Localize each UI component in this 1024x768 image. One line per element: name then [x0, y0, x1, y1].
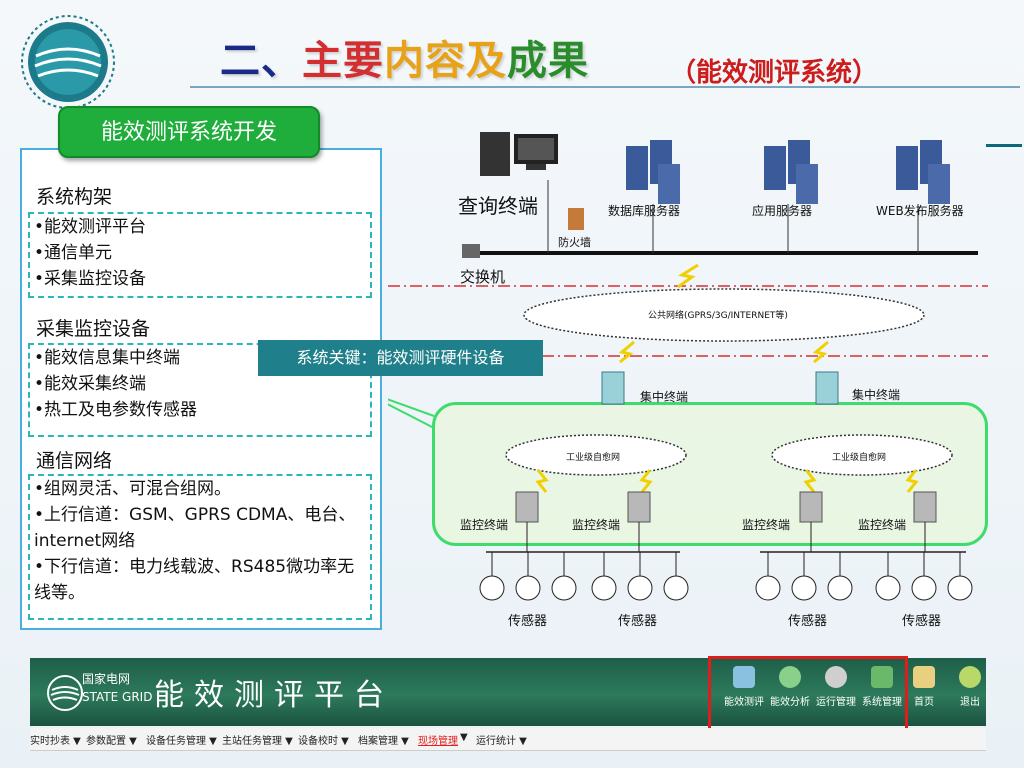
- concentrator-icon: [815, 371, 839, 405]
- platform-header-bar: 国家电网 STATE GRID 能效测评平台 能效测评 能效分析 运行管理 系统…: [30, 658, 986, 726]
- system-icon: [871, 666, 893, 688]
- exit-button[interactable]: 退出: [948, 666, 992, 708]
- menu-item-stats[interactable]: 运行统计 ▼: [476, 736, 527, 747]
- list-item: •上行信道：GSM、GPRS CDMA、电台、internet网络: [34, 505, 356, 551]
- menu-item-realtime[interactable]: 实时抄表 ▼: [30, 736, 81, 747]
- monitor-label: 监控终端: [858, 518, 907, 532]
- tool-label: 系统管理: [862, 697, 902, 708]
- system-key-callout: 系统关键：能效测评硬件设备: [258, 340, 543, 376]
- menu-item-field[interactable]: 现场管理: [418, 736, 458, 747]
- app-server-icon: [764, 140, 818, 204]
- section-title-architecture: 系统构架: [36, 186, 113, 208]
- state-grid-logo: [21, 15, 115, 109]
- monitor-label: 监控终端: [742, 518, 791, 532]
- menu-item-field-arrow[interactable]: ▼: [460, 732, 468, 743]
- web-server-icon: [896, 140, 950, 204]
- db-server-label: 数据库服务器: [608, 204, 681, 218]
- list-item: •能效采集终端: [34, 374, 147, 394]
- system-mgmt-button[interactable]: 系统管理: [860, 666, 904, 708]
- title-part4: 及: [466, 38, 507, 84]
- menu-item-master-task[interactable]: 主站任务管理 ▼: [222, 736, 293, 747]
- chart-icon: [733, 666, 755, 688]
- sensor-label: 传感器: [788, 614, 828, 629]
- monitor-label: 监控终端: [572, 518, 621, 532]
- firewall-label: 防火墙: [558, 236, 591, 249]
- computer-icon: [480, 132, 558, 176]
- monitor-terminal-icon: [799, 491, 823, 523]
- platform-menu-bar: 实时抄表 ▼ 参数配置 ▼ 设备任务管理 ▼ 主站任务管理 ▼ 设备校时 ▼ 档…: [30, 728, 986, 751]
- firewall-icon: [568, 208, 584, 230]
- bar-logo-text-en: STATE GRID: [82, 690, 153, 704]
- operation-mgmt-button[interactable]: 运行管理: [814, 666, 858, 708]
- exit-icon: [959, 666, 981, 688]
- tool-label: 退出: [960, 697, 980, 708]
- state-grid-small-logo: [47, 675, 83, 711]
- app-server-label: 应用服务器: [752, 204, 813, 218]
- title-part5: 成果: [507, 38, 589, 84]
- database-server-icon: [626, 140, 680, 204]
- title-part2: 主要: [302, 38, 384, 84]
- title-part3: 内容: [384, 38, 466, 84]
- sensor-label: 传感器: [902, 614, 942, 629]
- list-item: •下行信道：电力线载波、RS485微功率无线等。: [34, 557, 355, 603]
- menu-item-device-task[interactable]: 设备任务管理 ▼: [146, 736, 217, 747]
- menu-item-time-sync[interactable]: 设备校时 ▼: [298, 736, 349, 747]
- home-button[interactable]: 首页: [902, 666, 946, 708]
- menu-item-archive[interactable]: 档案管理 ▼: [358, 736, 409, 747]
- devices-list-box: •能效信息集中终端 •能效采集终端 •热工及电参数传感器: [28, 343, 372, 437]
- tool-label: 能效分析: [770, 697, 810, 708]
- left-panel: [20, 148, 382, 630]
- energy-analysis-button[interactable]: 能效分析: [768, 666, 812, 708]
- list-item: •采集监控设备: [34, 269, 147, 289]
- sensor-label: 传感器: [508, 614, 548, 629]
- section-heading-box: 能效测评系统开发: [58, 106, 320, 158]
- architecture-list-box: •能效测评平台 •通信单元 •采集监控设备: [28, 212, 372, 298]
- section-title-network: 通信网络: [36, 450, 113, 472]
- monitor-terminal-icon: [515, 491, 539, 523]
- page-title: 二、主要内容及成果: [220, 28, 589, 86]
- title-part1: 二、: [220, 38, 302, 84]
- list-item: •组网灵活、可混合组网。: [34, 479, 232, 499]
- switch-icon: [462, 244, 480, 258]
- section-title-devices: 采集监控设备: [36, 318, 151, 340]
- list-item: •热工及电参数传感器: [34, 400, 198, 420]
- list-item: •能效信息集中终端: [34, 348, 181, 368]
- list-item: •通信单元: [34, 243, 113, 263]
- concentrator-label: 集中终端: [640, 390, 689, 404]
- industrial-network-label: 工业级自愈网: [566, 453, 621, 463]
- system-architecture-diagram: [388, 132, 988, 601]
- industrial-network-label: 工业级自愈网: [832, 453, 887, 463]
- header-divider-right: [986, 144, 1022, 147]
- switch-label: 交换机: [460, 268, 506, 286]
- query-terminal-label: 查询终端: [458, 194, 538, 218]
- network-list-box: •组网灵活、可混合组网。 •上行信道：GSM、GPRS CDMA、电台、inte…: [28, 474, 372, 620]
- bar-logo-text-cn: 国家电网: [82, 672, 131, 686]
- energy-eval-button[interactable]: 能效测评: [722, 666, 766, 708]
- page-subtitle: （能效测评系统）: [670, 58, 879, 88]
- tool-label: 运行管理: [816, 697, 856, 708]
- sensor-icons: [479, 552, 973, 601]
- list-item: •能效测评平台: [34, 217, 147, 237]
- monitor-terminal-icon: [913, 491, 937, 523]
- monitor-label: 监控终端: [460, 518, 509, 532]
- monitor-terminal-icon: [627, 491, 651, 523]
- tool-label: 首页: [914, 697, 934, 708]
- analysis-icon: [779, 666, 801, 688]
- bar-logo-text: 国家电网 STATE GRID: [82, 670, 152, 706]
- home-icon: [913, 666, 935, 688]
- concentrator-icon: [601, 371, 625, 405]
- web-server-label: WEB发布服务器: [876, 204, 964, 218]
- concentrator-label: 集中终端: [852, 388, 901, 402]
- header-divider: [190, 86, 1020, 88]
- sensor-label: 传感器: [618, 614, 658, 629]
- menu-item-params[interactable]: 参数配置 ▼: [86, 736, 137, 747]
- public-network-label: 公共网络(GPRS/3G/INTERNET等): [648, 311, 788, 321]
- tool-label: 能效测评: [724, 697, 764, 708]
- toolbar-highlight-box: [708, 656, 908, 732]
- gear-icon: [825, 666, 847, 688]
- platform-title: 能效测评平台: [154, 678, 394, 713]
